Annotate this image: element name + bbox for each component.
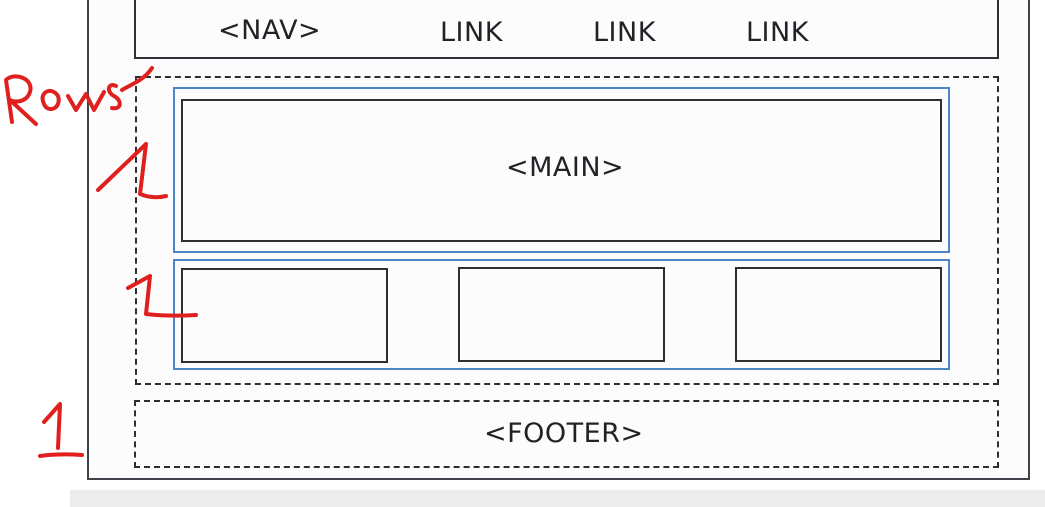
nav-bar: [134, 0, 999, 59]
nav-link-1: LINK: [440, 17, 503, 48]
main-box: [181, 99, 942, 242]
column-box-2: [458, 267, 665, 362]
nav-link-3: LINK: [746, 17, 809, 48]
rows-container: [135, 76, 999, 385]
footer-label: <FOOTER>: [484, 418, 644, 449]
nav-title: <NAV>: [218, 15, 322, 46]
main-label: <MAIN>: [506, 152, 625, 183]
handwritten-one-footer: [38, 402, 84, 458]
nav-link-2: LINK: [593, 17, 656, 48]
footer-box: [134, 400, 999, 468]
row-1-outline: [173, 87, 950, 253]
bottom-strip: [70, 490, 1045, 507]
column-box-1: [181, 268, 388, 363]
column-box-3: [735, 267, 942, 362]
